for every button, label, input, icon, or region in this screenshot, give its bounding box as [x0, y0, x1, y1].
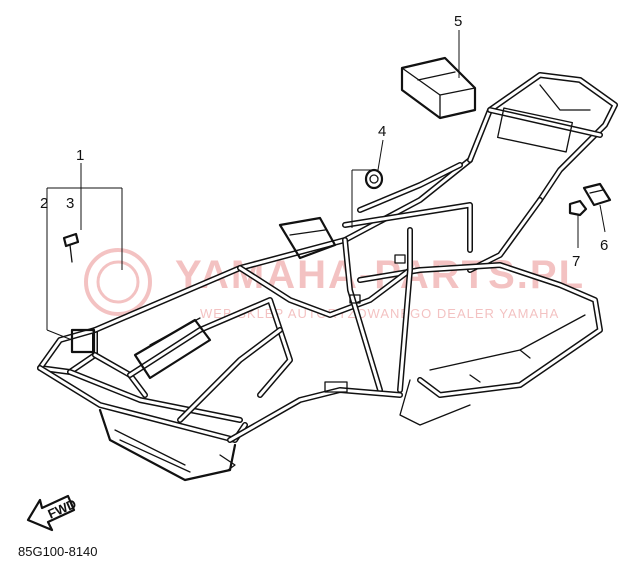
leader-lines — [46, 30, 606, 341]
callout-2: 2 — [40, 195, 48, 212]
callouts: 1 2 3 4 5 6 7 — [40, 13, 608, 270]
figure-code: 85G100-8140 — [18, 544, 98, 559]
callout-3: 3 — [66, 195, 74, 212]
watermark-logo — [84, 248, 152, 316]
part-3-bolt — [62, 232, 80, 263]
part-6-plate — [582, 182, 612, 207]
frame-illustration — [37, 72, 618, 482]
callout-5: 5 — [454, 13, 462, 30]
watermark-logo-inner — [96, 260, 140, 304]
part-4-grommet — [364, 168, 384, 190]
callout-7: 7 — [572, 253, 580, 270]
part-7-nut — [568, 199, 588, 217]
watermark-tagline: WEB SKLEP AUTORYZOWANEGO DEALER YAMAHA — [200, 306, 559, 321]
part-5-block — [400, 56, 477, 120]
callout-1: 1 — [76, 147, 84, 164]
fwd-arrow: FWD — [26, 494, 79, 532]
callout-6: 6 — [600, 237, 608, 254]
fwd-arrow-label: FWD — [45, 496, 78, 522]
callout-4: 4 — [378, 123, 386, 140]
